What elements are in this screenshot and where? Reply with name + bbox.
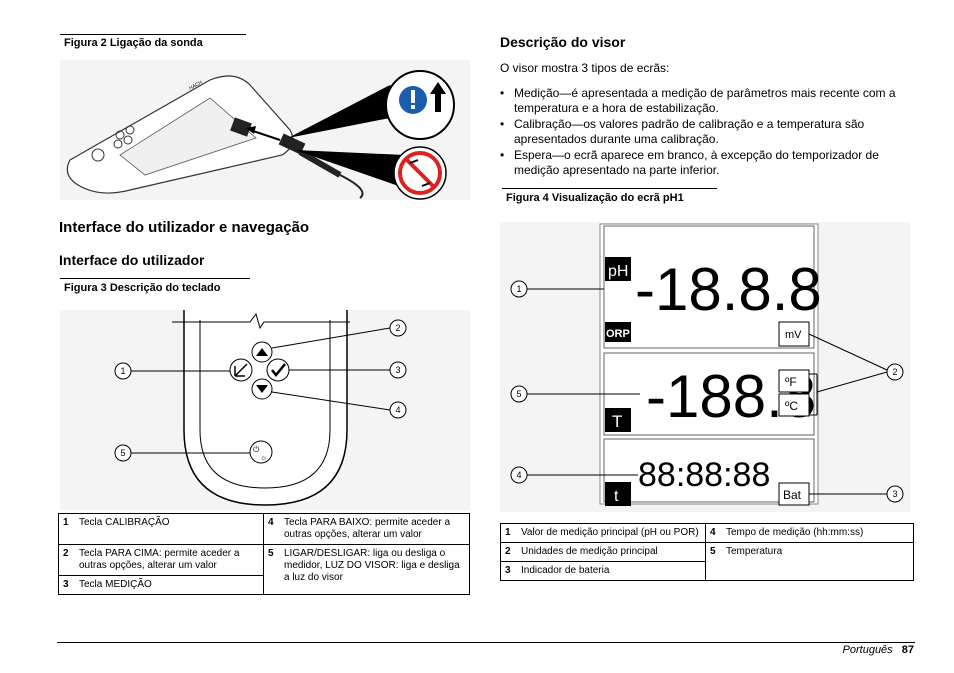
main-value: -18.8.8 [635, 256, 822, 323]
svg-text:4: 4 [395, 405, 400, 415]
legend-text: Tecla PARA BAIXO: permite aceder a outra… [280, 513, 470, 545]
svg-text:3: 3 [395, 365, 400, 375]
legend-num: 5 [263, 544, 280, 595]
bullet-item: Espera—o ecrã aparece em branco, à excep… [500, 148, 915, 178]
legend-text: Valor de medição principal (pH ou POR) [517, 523, 706, 543]
power-key [249, 440, 273, 464]
section-title: Interface do utilizador e navegação [59, 219, 310, 236]
fig4-callout-2: 2 [886, 363, 904, 381]
footer-rule [57, 642, 915, 643]
ph-label: pH [608, 263, 628, 280]
legend-num: 4 [263, 513, 280, 545]
legend-num: 1 [58, 513, 75, 545]
fig4-display: pH -18.8.8 ORP mV -188.8 ºF ºC T 88:88:8… [500, 222, 910, 512]
fig3-keypad: ⏻ ☼ 1 2 3 4 5 [60, 310, 470, 510]
fig3-callout-4: 4 [389, 401, 407, 419]
legend-text: Tecla CALIBRAÇÃO [75, 513, 264, 545]
svg-text:5: 5 [120, 448, 125, 458]
legend-num: 5 [705, 542, 722, 581]
legend-text: LIGAR/DESLIGAR: liga ou desliga o medido… [280, 544, 470, 595]
fig3-callout-2: 2 [389, 319, 407, 337]
fig4-callout-3: 3 [886, 485, 904, 503]
legend-text: Tecla MEDIÇÃO [75, 575, 264, 595]
svg-text:⏻: ⏻ [253, 445, 260, 454]
fig3-legend-table: 1 Tecla CALIBRAÇÃO 4 Tecla PARA BAIXO: p… [58, 513, 470, 595]
svg-text:5: 5 [516, 389, 521, 399]
page-number: 87 [901, 644, 914, 656]
fig4-callout-5: 5 [510, 385, 528, 403]
legend-text: Tempo de medição (hh:mm:ss) [722, 523, 914, 543]
fig4-legend-table: 1 Valor de medição principal (pH ou POR)… [500, 523, 914, 581]
fig3-caption: Figura 3 Descrição do teclado [64, 282, 221, 294]
mv-label: mV [785, 329, 802, 341]
fig2-caption: Figura 2 Ligação da sonda [64, 37, 203, 49]
bullet-item: Calibração—os valores padrão de calibraç… [500, 117, 915, 147]
fig2-rule [60, 34, 246, 35]
t-lower-label: t [614, 488, 619, 505]
fig4-callout-1: 1 [510, 280, 528, 298]
fig2-illustration: HACH [60, 60, 470, 200]
display-intro: O visor mostra 3 tipos de ecrãs: [500, 61, 670, 75]
fig3-callout-3: 3 [389, 361, 407, 379]
legend-num: 1 [500, 523, 517, 543]
display-heading: Descrição do visor [500, 34, 626, 50]
footer-language: Português [842, 644, 893, 656]
svg-text:2: 2 [395, 323, 400, 333]
legend-text: Indicador de bateria [517, 561, 706, 581]
legend-num: 2 [58, 544, 75, 576]
display-bullets: Medição—é apresentada a medição de parâm… [500, 86, 915, 179]
t-upper-label: T [612, 412, 622, 431]
svg-text:3: 3 [892, 489, 897, 499]
svg-text:1: 1 [516, 284, 521, 294]
legend-num: 3 [58, 575, 75, 595]
subsection-title: Interface do utilizador [59, 252, 205, 268]
fig3-callout-1: 1 [114, 362, 132, 380]
footer: Português 87 [843, 644, 914, 656]
svg-text:☼: ☼ [260, 453, 267, 462]
read-key [266, 358, 290, 382]
c-label: ºC [785, 399, 798, 413]
fig4-callout-4: 4 [510, 466, 528, 484]
legend-text: Unidades de medição principal [517, 542, 706, 562]
orp-label: ORP [606, 328, 630, 340]
legend-num: 2 [500, 542, 517, 562]
fig4-rule [502, 188, 717, 189]
legend-num: 4 [705, 523, 722, 543]
svg-text:4: 4 [516, 470, 521, 480]
legend-num: 3 [500, 561, 517, 581]
bat-label: Bat [783, 488, 802, 502]
f-label: ºF [785, 375, 797, 389]
fig4-caption: Figura 4 Visualização do ecrã pH1 [506, 192, 684, 204]
svg-text:2: 2 [892, 367, 897, 377]
fig3-callout-5: 5 [114, 444, 132, 462]
legend-text: Tecla PARA CIMA: permite aceder a outras… [75, 544, 264, 576]
time-value: 88:88:88 [638, 456, 770, 494]
legend-text: Temperatura [722, 542, 914, 581]
fig3-rule [60, 278, 250, 279]
bullet-item: Medição—é apresentada a medição de parâm… [500, 86, 915, 116]
svg-text:1: 1 [120, 366, 125, 376]
